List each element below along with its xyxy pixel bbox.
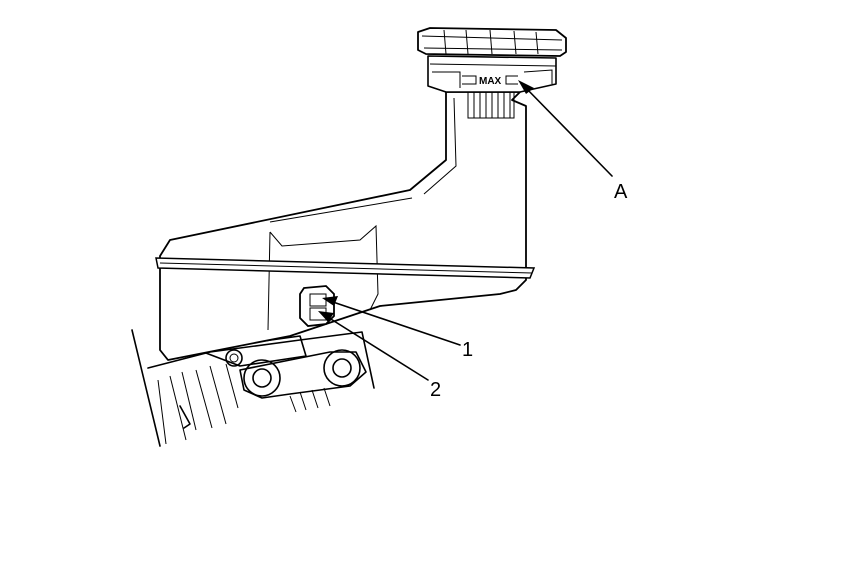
callout-1: 1 <box>462 339 473 361</box>
mounting-bracket <box>131 329 375 447</box>
leader-line-2 <box>325 315 429 381</box>
callout-2: 2 <box>430 379 441 401</box>
reservoir-tank <box>155 91 536 361</box>
arrowhead-2 <box>318 311 334 322</box>
max-level-mark: MAX <box>479 76 502 87</box>
leader-line-1 <box>329 300 461 346</box>
leader-line-a <box>523 85 613 177</box>
arrowhead-a <box>518 80 534 94</box>
arrowhead-1 <box>322 296 338 306</box>
callout-a: A <box>614 181 628 203</box>
leader-lines <box>318 80 613 381</box>
filler-cap: MAX <box>417 27 567 119</box>
